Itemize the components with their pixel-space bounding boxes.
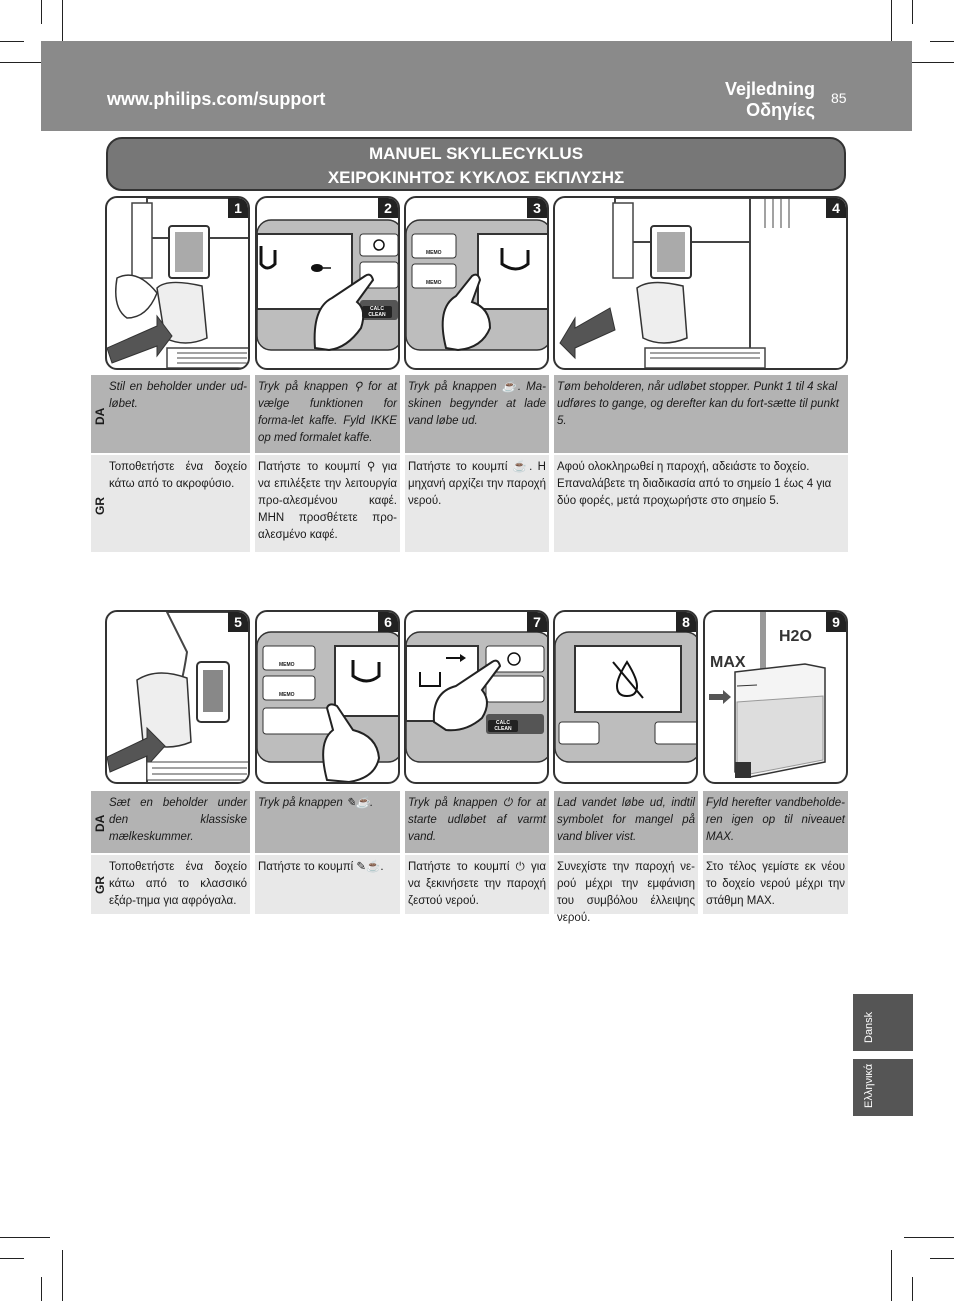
h2o-label: H2O [779,628,812,645]
step-8-text-gr: Συνεχίστε την παροχή νε-ρού μέχρι την εμ… [554,855,698,924]
crop-mark [62,1250,63,1301]
guide-title: Vejledning Οδηγίες [725,79,815,121]
control-panel-press-hot-water-image [257,631,398,782]
step-6-illustration: MEMO MEMO 6 [255,610,400,784]
lang-column [91,791,106,853]
memo-label: MEMO [279,662,295,668]
water-tank-fill-max-image [709,612,826,778]
jug-under-milk-frother-image [107,612,248,782]
step-number: 3 [527,198,547,218]
step-7-text-da: Tryk på knappen ⏻ for at starte udløbet … [405,791,549,853]
lang-label-da: DA [93,407,107,425]
support-url[interactable]: www.philips.com/support [107,89,326,109]
guide-title-da: Vejledning [724,79,815,99]
step-9-text-gr: Στο τέλος γεμίστε εκ νέου το δοχείο νερο… [703,855,848,914]
step-8-text-da: Lad vandet løbe ud, indtil symbolet for … [554,791,698,853]
crop-mark [0,1237,50,1238]
crop-mark [0,62,50,63]
crop-mark [930,41,954,42]
step-5-text-da: Sæt en beholder under den klassiske mælk… [106,791,250,853]
step-9-illustration: MAX H2O 9 [703,610,848,784]
crop-mark [0,41,24,42]
side-tab-dansk-label: Dansk [863,1011,875,1043]
side-tab-greek-label: Ελληνικά [863,1063,875,1108]
crop-mark [0,1258,24,1259]
step-number: 9 [826,612,846,632]
crop-mark [930,1258,954,1259]
crop-mark [41,1277,42,1301]
control-panel-press-power-image [406,631,547,763]
page-number: 85 [831,90,847,106]
step-2-text-da: Tryk på knappen ⚲ for at vælge funktione… [255,375,400,453]
side-tab-greek[interactable]: Ελληνικά [853,1059,913,1116]
step-1-text-gr: Τοποθετήστε ένα δοχείο κάτω από το ακροφ… [106,455,250,552]
step-8-illustration: 8 [553,610,698,784]
remove-milk-jug-image [559,198,846,368]
lang-column [91,375,106,453]
step-3-text-da: Tryk på knappen ☕. Ma-skinen begynder at… [405,375,549,453]
memo-label: MEMO [426,280,442,286]
crop-mark [891,1250,892,1301]
crop-mark [62,0,63,50]
step-7-text-gr: Πατήστε το κουμπί ⏻ για να ξεκινήσετε τη… [405,855,549,914]
lang-label-gr: GR [93,497,107,515]
step-6-text-da: Tryk på knappen ✎☕. [255,791,400,853]
section-title-da: MANUEL SKYLLECYKLUS [368,144,584,163]
step-4-illustration: 4 [553,196,848,370]
step-3-text-gr: Πατήστε το κουμπί ☕. Η μηχανή αρχίζει τη… [405,455,549,552]
crop-mark [904,62,954,63]
step-number: 1 [228,198,248,218]
step-number: 6 [378,612,398,632]
step-2-text-gr: Πατήστε το κουμπί ⚲ για να επιλέξετε την… [255,455,400,552]
crop-mark [912,0,913,24]
section-title-gr: ΧΕΙΡΟΚΙΝΗΤΟΣ ΚΥΚΛΟΣ ΕΚΠΛΥΣΗΣ [327,168,625,187]
crop-mark [912,1277,913,1301]
step-number: 2 [378,198,398,218]
no-water-symbol-display-image [555,631,696,763]
step-5-text-gr: Τοποθετήστε ένα δοχείο κάτω από το κλασσ… [106,855,250,914]
crop-mark [41,0,42,24]
step-number: 4 [826,198,846,218]
lang-column [91,455,106,552]
crop-mark [904,1237,954,1238]
calc-clean-label: CALC CLEAN [488,720,518,732]
step-3-illustration: MEMO MEMO 3 [404,196,549,370]
step-5-illustration: 5 [105,610,250,784]
calc-clean-label: CALC CLEAN [362,306,392,318]
step-number: 5 [228,612,248,632]
lang-label-da: DA [93,814,107,832]
lang-column [91,855,106,914]
milk-jug-under-spout-image [107,198,248,368]
step-7-illustration: CALC CLEAN 7 [404,610,549,784]
lang-label-gr: GR [93,876,107,894]
side-tab-dansk[interactable]: Dansk [853,994,913,1051]
control-panel-press-ground-coffee-image [257,219,398,352]
step-number: 7 [527,612,547,632]
memo-label: MEMO [426,250,442,256]
step-number: 8 [676,612,696,632]
crop-mark [891,0,892,50]
memo-label: MEMO [279,692,295,698]
guide-title-gr: Οδηγίες [746,100,815,120]
step-1-illustration: 1 [105,196,250,370]
section-banner: MANUEL SKYLLECYKLUS ΧΕΙΡΟΚΙΝΗΤΟΣ ΚΥΚΛΟΣ … [106,137,846,191]
page-header: www.philips.com/support Vejledning Οδηγί… [41,41,912,131]
step-4-text-da: Tøm beholderen, når udløbet stopper. Pun… [554,375,848,453]
step-6-text-gr: Πατήστε το κουμπί ✎☕. [255,855,400,914]
step-9-text-da: Fyld herefter vandbeholde-ren igen op ti… [703,791,848,853]
control-panel-press-coffee-image [406,219,547,352]
step-4-text-gr: Αφού ολοκληρωθεί η παροχή, αδειάστε το δ… [554,455,848,552]
max-level-label: MAX [710,654,746,671]
step-2-illustration: CALC CLEAN 2 [255,196,400,370]
step-1-text-da: Stil en beholder under ud-løbet. [106,375,250,453]
